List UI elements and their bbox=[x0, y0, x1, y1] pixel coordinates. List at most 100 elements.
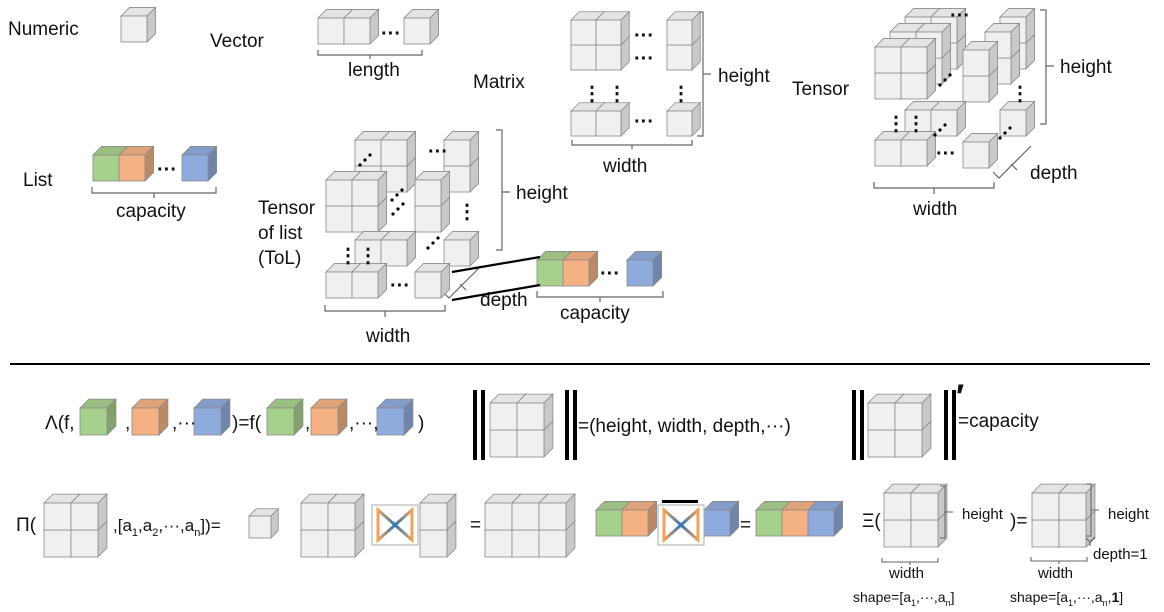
lambda-res-peach bbox=[310, 398, 348, 436]
xi-open: Ξ( bbox=[862, 511, 881, 532]
tol-cube bbox=[414, 170, 451, 207]
list-cube-peach bbox=[118, 145, 155, 182]
cube-layer: ············⋮⋮⋮······⋮⋮⋮·········⋮⋮⋮··· bbox=[43, 5, 1096, 558]
label-tol-line3: (ToL) bbox=[258, 248, 301, 269]
lambda-arg-green bbox=[79, 398, 117, 436]
vector-cube bbox=[343, 8, 380, 45]
label-tensor-width: width bbox=[912, 199, 957, 220]
tol-ellipsis bbox=[390, 188, 404, 202]
lambda-close: ) bbox=[418, 413, 424, 434]
lambda-res-blue bbox=[376, 398, 414, 436]
norm-result: =(height, width, depth,···) bbox=[578, 416, 791, 437]
label-vector: Vector bbox=[210, 31, 265, 52]
label-numeric: Numeric bbox=[8, 19, 79, 40]
xi-brackets bbox=[881, 483, 1099, 565]
label-length: length bbox=[348, 60, 400, 81]
xi-input-cube bbox=[910, 483, 948, 521]
lambda-comma-dots: ,··· bbox=[172, 413, 196, 434]
tol-cube bbox=[351, 170, 388, 207]
xi-width-label-2: width bbox=[1037, 565, 1073, 582]
pi-input-cube bbox=[70, 493, 108, 531]
tol-cube bbox=[443, 230, 480, 267]
equals-2: = bbox=[740, 515, 751, 536]
tol-ellipsis: ⋮ bbox=[338, 245, 358, 267]
tol-ellipsis bbox=[391, 202, 405, 216]
label-list-capacity: capacity bbox=[116, 201, 186, 222]
bowtie-icon bbox=[371, 504, 419, 546]
tensor-cube bbox=[962, 40, 999, 77]
matrix-cube bbox=[666, 10, 702, 46]
lambda-arg-peach bbox=[131, 398, 169, 436]
list-join-result-blue bbox=[807, 500, 844, 537]
tensor-cube bbox=[900, 130, 937, 167]
matrix-ellipsis: ⋮ bbox=[582, 83, 602, 105]
shape-text-1: shape=[a1,···,an] bbox=[853, 589, 954, 608]
xi-close: )= bbox=[1010, 511, 1027, 532]
tol-ellipsis: ··· bbox=[390, 275, 410, 297]
tol-ellipsis: ⋮ bbox=[457, 201, 477, 223]
lambda-eq-f: )=f( bbox=[232, 413, 262, 434]
label-tol-depth: depth bbox=[480, 290, 528, 311]
label-tol-line2: of list bbox=[258, 223, 303, 244]
tol-cube bbox=[380, 130, 417, 167]
list-cube-blue bbox=[181, 145, 218, 182]
numeric-cube bbox=[120, 6, 157, 43]
tol-list-blue bbox=[626, 250, 663, 287]
label-tol-capacity: capacity bbox=[560, 303, 630, 324]
equals-1: = bbox=[470, 515, 481, 536]
pi-args: ,[a1,a2,···,an])= bbox=[113, 516, 221, 539]
list-join-blue bbox=[703, 500, 740, 537]
lambda-comma-2: , bbox=[305, 413, 310, 434]
xi-height-label-2: height bbox=[1108, 506, 1150, 523]
label-tol-height: height bbox=[516, 183, 568, 204]
matrix-ellipsis: ⋮ bbox=[671, 83, 691, 105]
prime-mark: ′ bbox=[956, 378, 964, 416]
tol-ellipsis: ··· bbox=[428, 141, 448, 163]
tensor-cube bbox=[962, 132, 999, 169]
tol-cube bbox=[414, 262, 451, 299]
norm-bars bbox=[473, 390, 956, 460]
tol-cube bbox=[380, 230, 417, 267]
matrix-cube bbox=[666, 101, 702, 137]
label-tensor-depth: depth bbox=[1030, 163, 1078, 184]
tensor-ellipsis: ··· bbox=[936, 143, 956, 165]
tol-connector-lines bbox=[451, 255, 541, 302]
shape-text-2: shape=[a1,···,an,1] bbox=[1010, 589, 1123, 608]
xi-output-cube bbox=[1058, 483, 1096, 521]
label-matrix: Matrix bbox=[473, 72, 525, 93]
lambda-arg-blue bbox=[193, 398, 231, 436]
label-tensor: Tensor bbox=[792, 79, 850, 100]
join-left-cube bbox=[327, 493, 365, 531]
vector-cube bbox=[403, 8, 440, 45]
join-right-cube bbox=[419, 493, 457, 531]
norm-tensor-cube bbox=[516, 393, 554, 431]
vector-ellipsis: ··· bbox=[381, 23, 401, 45]
matrix-ellipsis: ··· bbox=[634, 111, 654, 133]
lambda-comma-1: , bbox=[125, 413, 130, 434]
capacity-result: =capacity bbox=[958, 411, 1039, 432]
pi-open: Π( bbox=[16, 515, 37, 536]
tol-ellipsis bbox=[426, 236, 440, 250]
xi-depth-eq-1: depth=1 bbox=[1093, 546, 1148, 563]
lambda-comma-dots-comma: ,···, bbox=[349, 413, 379, 434]
tol-ellipsis bbox=[358, 153, 372, 167]
tensor-ellipsis bbox=[933, 123, 947, 137]
label-tol-width: width bbox=[365, 326, 410, 347]
label-tensor-height: height bbox=[1060, 57, 1112, 78]
label-tol-line1: Tensor bbox=[258, 198, 316, 219]
matrix-cube bbox=[595, 10, 631, 46]
matrix-ellipsis: ⋮ bbox=[607, 83, 627, 105]
bowtie-bar-icon bbox=[657, 500, 705, 546]
list-join-peach bbox=[621, 500, 658, 537]
lambda-open: Λ(f, bbox=[45, 413, 75, 434]
tensor-cube bbox=[900, 37, 937, 74]
brackets-top bbox=[91, 9, 1054, 317]
join-result-cube bbox=[538, 493, 576, 531]
tensor-ellipsis: ⋮ bbox=[1010, 83, 1030, 105]
matrix-ellipsis: ··· bbox=[634, 25, 654, 47]
lambda-res-green bbox=[266, 398, 304, 436]
capacity-tensor-cube bbox=[894, 393, 932, 431]
tol-list-ellipsis: ··· bbox=[600, 263, 620, 285]
list-ellipsis: ··· bbox=[157, 159, 177, 181]
